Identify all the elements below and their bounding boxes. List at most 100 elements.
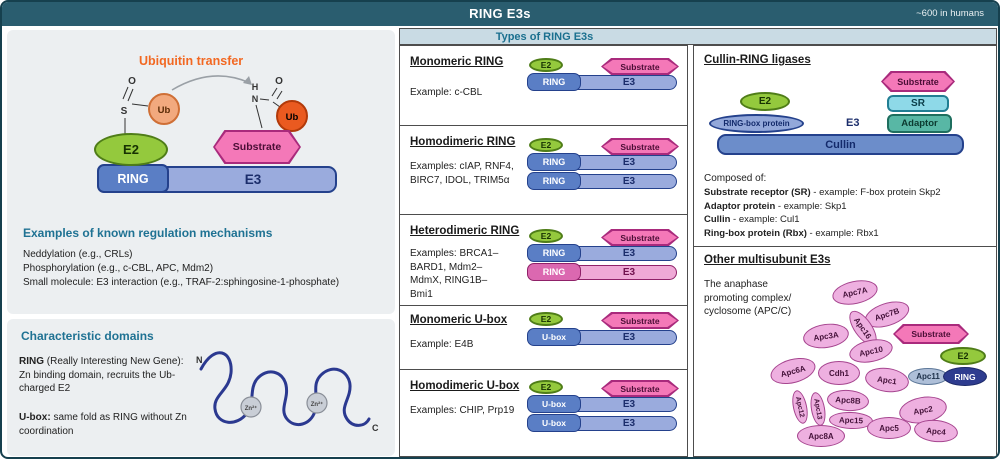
section-example: Example: E4B	[410, 339, 474, 350]
substrate-hexagon: Substrate	[213, 130, 301, 164]
amide-n: N	[252, 94, 259, 104]
apc11-subunit: Apc11	[908, 368, 948, 385]
n-terminus-label: N	[196, 355, 203, 365]
section-monomeric-ring: Monomeric RING Example: c-CBL E2 Substra…	[400, 46, 687, 126]
apc-subunit: Apc5	[867, 417, 911, 439]
carbonyl-o-left: O	[128, 76, 136, 87]
component-cullin-term: Cullin	[704, 214, 731, 225]
ubox-definition: U-box: same fold as RING without Zn coor…	[19, 411, 187, 438]
component-cullin-text: - example: Cul1	[730, 214, 800, 225]
apc-subunit: Apc8A	[797, 425, 845, 447]
apc-subunit: Apc6A	[767, 353, 819, 389]
apc-subunit: Apc13	[808, 391, 828, 427]
transfer-arrowhead-icon	[243, 76, 252, 85]
section-divider	[694, 246, 996, 247]
ubox-domain: U-box	[527, 414, 581, 432]
substrate-hexagon: Substrate	[601, 380, 679, 397]
substrate-receptor-box: SR	[887, 95, 949, 112]
apc-subunit: Apc1	[863, 365, 911, 395]
ring-e3-bar-pink: E3 RING	[527, 263, 677, 281]
section-homodimeric-ring: Homodimeric RING Examples: cIAP, RNF4, B…	[400, 126, 687, 215]
apc-subunit: Apc12	[789, 388, 811, 426]
amide-h: H	[252, 82, 259, 92]
e3-label: E3	[622, 76, 636, 88]
transfer-chemistry-drawing: O S Ub H N O Ub	[121, 75, 308, 134]
apc-subunit: Apc3A	[801, 320, 851, 352]
section-example: Examples: BRCA1–BARD1, Mdm2–MdmX, RING1B…	[410, 248, 499, 300]
ring-domain: RING	[527, 263, 581, 281]
zinc-ion-circle-2	[306, 392, 328, 414]
ring-types-column: Monomeric RING Example: c-CBL E2 Substra…	[399, 45, 688, 457]
ubiquitin-transfer-panel: Ubiquitin transfer O S Ub H N O Ub	[7, 30, 395, 314]
substrate-hexagon: Substrate	[601, 58, 679, 75]
ring-definition: RING (Really Interesting New Gene): Zn b…	[19, 355, 187, 396]
ubox-domain: U-box	[527, 328, 581, 346]
apc-subunit: Apc7A	[830, 276, 880, 309]
homo-ubox-diagram: E2 Substrate E3 U-box E3 U-box	[523, 380, 681, 442]
ub-transferred-circle	[276, 100, 308, 132]
e2-ellipse: E2	[529, 312, 563, 326]
mono-ubox-diagram: E2 Substrate E3 U-box	[523, 312, 681, 364]
apc-complex-cluster: Apc7A Apc7B Apc16 Apc3A Apc10 Apc6A Cdh1…	[759, 269, 997, 455]
substrate-label: Substrate	[620, 141, 660, 152]
component-adaptor-text: - example: Skp1	[775, 200, 847, 212]
mono-ring-diagram: E2 Substrate E3 RING	[523, 58, 681, 114]
substrate-hexagon: Substrate	[601, 138, 679, 155]
section-title: Homodimeric RING	[410, 136, 516, 148]
e3-label: E3	[622, 266, 636, 278]
ubox-definition-term: U-box:	[19, 412, 51, 423]
cullin-components-list: Substrate receptor (SR) - example: F-box…	[704, 186, 990, 240]
section-example: Examples: CHIP, Prp19	[410, 405, 515, 416]
apc-subunit: Apc10	[847, 335, 895, 367]
types-region: Types of RING E3s Monomeric RING Example…	[399, 28, 997, 457]
component-cullin: Cullin - example: Cul1	[704, 213, 990, 227]
homo-ring-diagram: E2 Substrate E3 RING E3 RING	[523, 138, 681, 200]
protein-chain-squiggle	[199, 351, 371, 427]
ubox-e3-bar-2: E3 U-box	[527, 414, 677, 432]
ring-domain: RING	[97, 164, 169, 193]
ring-e3-bar-blue: E3 RING	[527, 244, 677, 262]
substrate-hexagon: Substrate	[601, 229, 679, 246]
component-adaptor: Adaptor protein - example: Skp1	[704, 200, 990, 214]
regulation-item-2: Phosphorylation (e.g., c-CBL, APC, Mdm2)	[23, 263, 214, 274]
apc-subunit: Cdh1	[818, 361, 860, 385]
ring-e3-bar-1: E3 RING	[527, 153, 677, 171]
ring-box-protein-ellipse: RING-box protein	[709, 114, 804, 133]
substrate-hexagon-fill	[215, 132, 299, 162]
c-terminus-label: C	[372, 423, 379, 433]
zinc-ion-circle	[240, 396, 262, 418]
component-rbx-text: - example: Rbx1	[806, 227, 879, 239]
e3-label: E3	[846, 117, 860, 129]
section-title: Homodimeric U-box	[410, 380, 520, 392]
e3-label: E3	[622, 175, 636, 187]
component-rbx-term: Ring-box protein (Rbx)	[704, 227, 807, 239]
apc-subunit: Apc4	[912, 417, 960, 445]
substrate-hexagon: Substrate	[893, 324, 969, 344]
ubox-domain: U-box	[527, 395, 581, 413]
substrate-label: Substrate	[897, 76, 939, 87]
adaptor-box: Adaptor	[887, 114, 952, 133]
types-header-strip	[399, 28, 997, 45]
multisubunit-title: Other multisubunit E3s	[704, 254, 831, 266]
substrate-label: Substrate	[911, 329, 951, 339]
zinc-label-2: Zn²⁺	[311, 401, 324, 408]
component-sr-text: - example: F-box protein Skp2	[810, 187, 941, 198]
cullin-ring-title: Cullin-RING ligases	[704, 54, 811, 66]
ub-left-label: Ub	[158, 105, 171, 116]
ub-charged-circle	[148, 93, 180, 125]
title-bar: RING E3s ~600 in humans	[2, 2, 998, 26]
regulation-item-1: Neddylation (e.g., CRLs)	[23, 249, 133, 260]
e2-ellipse: E2	[740, 92, 790, 111]
section-heterodimeric-ring: Heterodimeric RING Examples: BRCA1–BARD1…	[400, 215, 687, 306]
ubox-e3-bar: E3 U-box	[527, 328, 677, 346]
section-title: Monomeric U-box	[410, 314, 508, 326]
component-sr: Substrate receptor (SR) - example: F-box…	[704, 186, 990, 200]
zinc-finger-drawing: Zn²⁺ Zn²⁺ N C	[196, 351, 379, 433]
substrate-label: Substrate	[620, 383, 660, 394]
domains-title: Characteristic domains	[21, 329, 154, 343]
e3-label: E3	[244, 172, 262, 187]
section-homodimeric-ubox: Homodimeric U-box Examples: CHIP, Prp19 …	[400, 370, 687, 457]
page-title: RING E3s	[469, 6, 531, 21]
ub-right-label: Ub	[286, 112, 299, 123]
